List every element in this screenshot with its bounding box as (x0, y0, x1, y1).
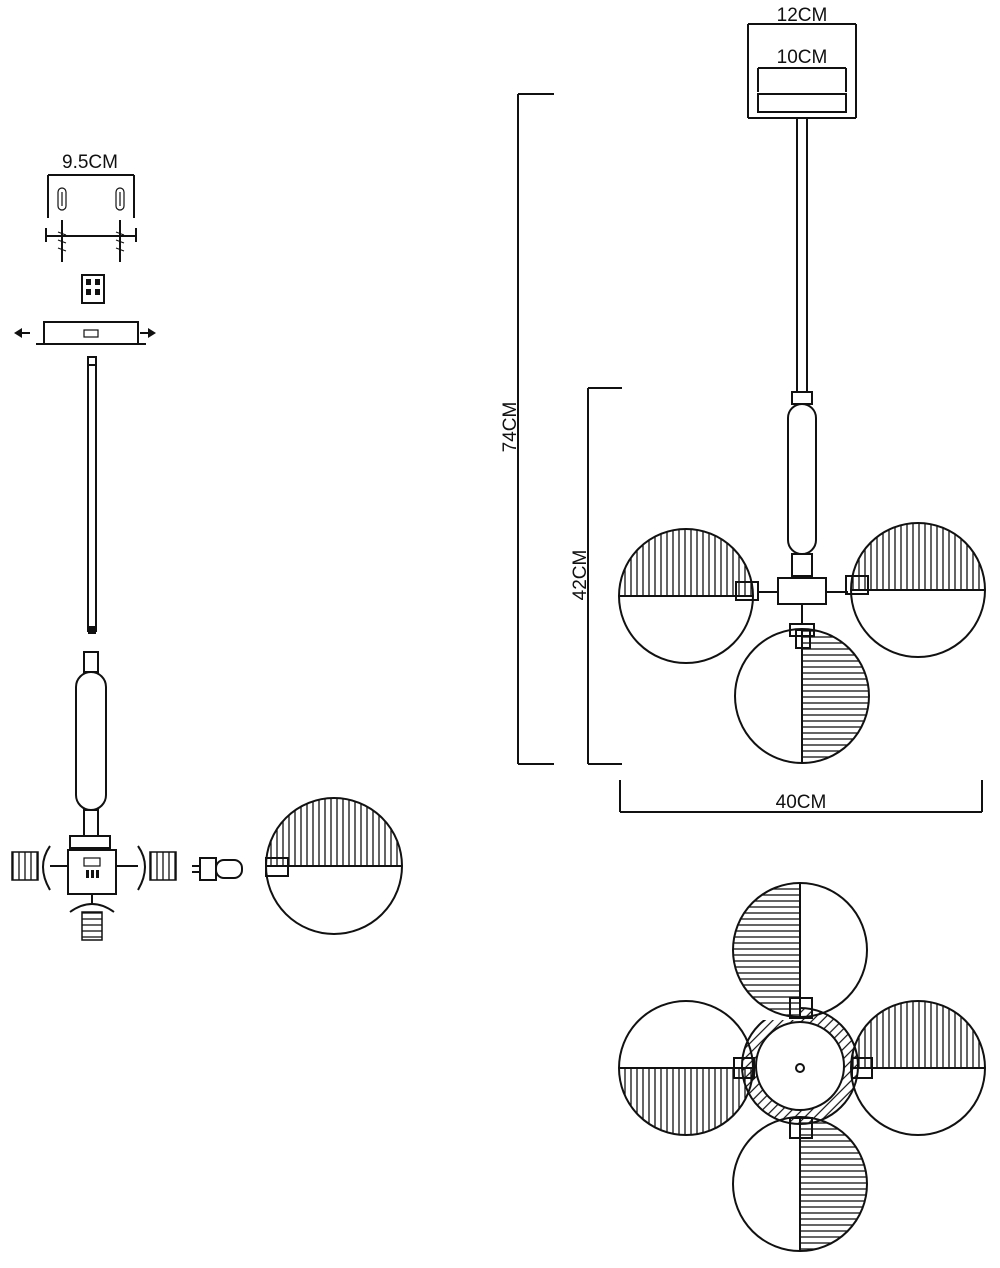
ceiling-plate-side (14, 321, 156, 345)
suspension-rod (87, 356, 97, 634)
front-shade-left (618, 528, 754, 664)
glass-shade (265, 797, 403, 935)
top-view (618, 880, 986, 1252)
front-shade-right (850, 522, 986, 658)
g9-bulb-icon (192, 857, 243, 881)
mounting-bracket (45, 228, 137, 242)
lamp-body-tube (69, 651, 111, 849)
bracket-width-dimension: 9.5CM (47, 152, 135, 218)
wire-connector-icon (81, 274, 105, 304)
lamp-hub (11, 845, 177, 941)
canopy-outer-label: 12CM (777, 5, 828, 26)
top-view-shade-bottom (732, 1116, 868, 1252)
width-dimension: 40CM (619, 780, 983, 813)
arrow-right-icon (148, 328, 156, 338)
body-height-dimension: 42CM (570, 387, 622, 765)
front-view: 12CM 10CM (500, 5, 986, 813)
total-height-dimension: 74CM (500, 93, 554, 765)
ceiling-canopy (747, 88, 857, 119)
body-height-label: 42CM (570, 550, 591, 601)
exploded-parts-view: 9.5CM (11, 152, 403, 941)
top-view-shade-right (850, 1000, 986, 1136)
canopy-inner-label: 10CM (777, 47, 828, 68)
arrow-left-icon (14, 328, 22, 338)
bracket-width-label: 9.5CM (62, 152, 118, 173)
width-label: 40CM (776, 792, 827, 813)
canopy-outer-dimension: 12CM (747, 5, 857, 88)
front-shade-bottom (734, 628, 870, 764)
canopy-inner-dimension: 10CM (757, 47, 847, 92)
front-rod (791, 118, 813, 405)
total-height-label: 74CM (500, 402, 521, 453)
top-view-shade-left (618, 1000, 755, 1136)
screw-icon (57, 187, 125, 262)
top-view-shade-top (730, 880, 868, 1020)
front-body-tube (735, 403, 869, 637)
